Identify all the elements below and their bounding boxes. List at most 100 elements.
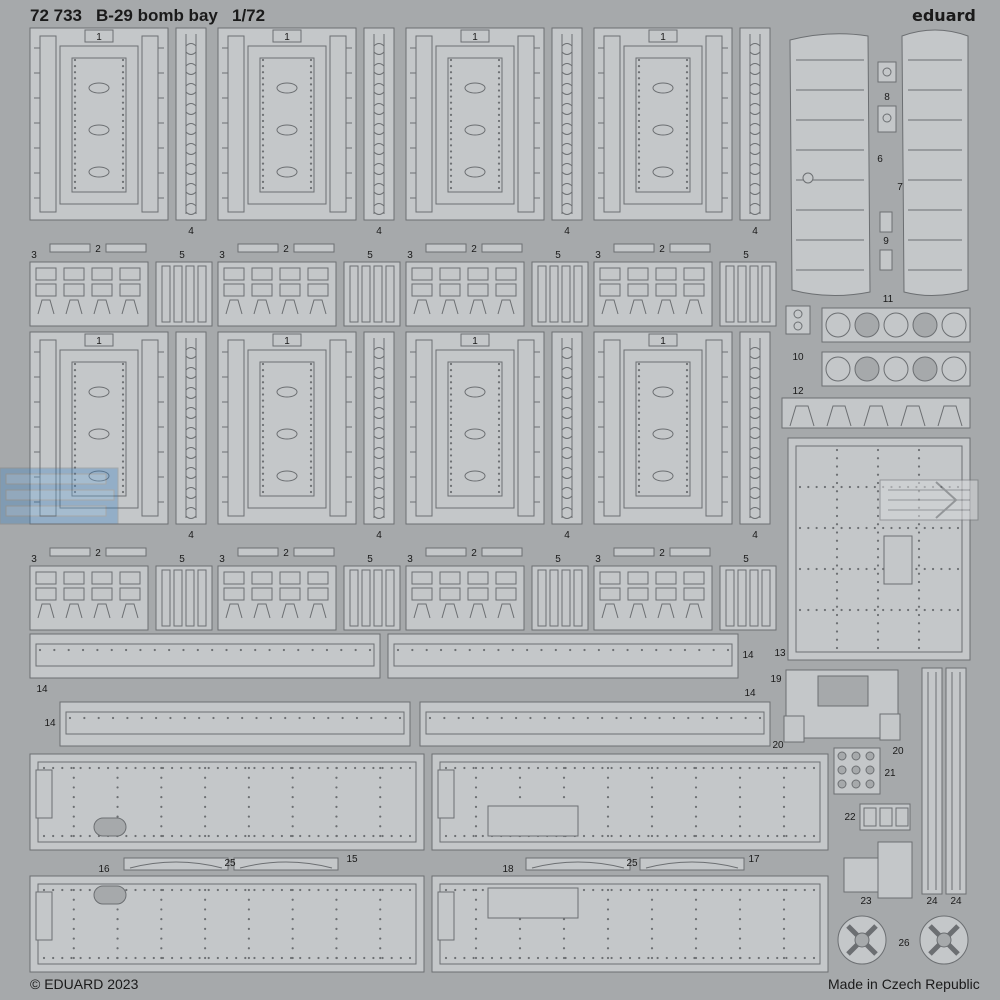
rivet bbox=[637, 107, 641, 110]
small-part-8-hole bbox=[882, 67, 892, 77]
hook bbox=[373, 407, 385, 411]
part-number-2: 2 bbox=[95, 244, 101, 255]
rivet bbox=[684, 834, 687, 838]
hook bbox=[373, 507, 385, 511]
rivet bbox=[449, 466, 453, 469]
hook bbox=[561, 123, 573, 127]
rivet bbox=[454, 648, 457, 652]
rivet bbox=[261, 89, 265, 92]
tall-rail-part-24 bbox=[921, 667, 943, 895]
part-number-4: 4 bbox=[752, 226, 758, 237]
rivet bbox=[73, 490, 77, 494]
hook bbox=[373, 435, 385, 439]
rivet bbox=[121, 156, 125, 159]
rivet bbox=[73, 132, 77, 135]
sheet-scale: 1/72 bbox=[232, 6, 266, 25]
grid-hole bbox=[851, 779, 861, 789]
rivet bbox=[650, 937, 654, 940]
rivet bbox=[876, 498, 880, 501]
bracket-bar bbox=[361, 569, 371, 627]
rivet bbox=[126, 716, 129, 720]
rivet bbox=[514, 716, 518, 720]
rivet bbox=[835, 556, 839, 559]
hook bbox=[561, 51, 573, 55]
rivet bbox=[235, 888, 238, 892]
rivet bbox=[518, 918, 522, 921]
rivet bbox=[73, 77, 77, 80]
rack-frame-tab bbox=[272, 29, 302, 43]
rivet bbox=[606, 786, 610, 789]
logo-lettering-bar bbox=[5, 505, 107, 517]
rivet bbox=[326, 766, 329, 770]
hook bbox=[373, 387, 385, 391]
rivet bbox=[326, 888, 329, 892]
rivet bbox=[449, 83, 453, 86]
rivet bbox=[832, 485, 835, 489]
part-number-3: 3 bbox=[219, 250, 225, 261]
lightening-hole bbox=[652, 386, 674, 398]
rivet bbox=[940, 567, 943, 571]
rivet bbox=[449, 125, 453, 129]
rivet bbox=[606, 805, 610, 808]
hook bbox=[373, 467, 385, 471]
beam-web bbox=[393, 643, 733, 667]
rivet bbox=[873, 485, 876, 489]
rack-frame-tab bbox=[648, 333, 678, 347]
shackle-hook bbox=[309, 299, 327, 315]
part-number-12: 12 bbox=[792, 386, 804, 397]
rivet bbox=[474, 947, 478, 950]
rivet bbox=[121, 138, 125, 141]
rivet bbox=[291, 776, 294, 779]
rivet bbox=[956, 567, 960, 571]
rivet bbox=[121, 95, 125, 98]
rivet bbox=[309, 436, 313, 439]
rivet bbox=[255, 716, 258, 720]
part-number-14: 14 bbox=[744, 688, 756, 699]
shackle-hook bbox=[629, 603, 647, 619]
rivet bbox=[606, 796, 610, 799]
rivet bbox=[73, 162, 77, 165]
panel-slot bbox=[35, 769, 53, 819]
rivet bbox=[527, 956, 530, 960]
rivet bbox=[835, 547, 839, 551]
rack-frame-part-1 bbox=[29, 27, 169, 221]
rivet bbox=[923, 608, 926, 612]
rivet bbox=[931, 608, 935, 612]
rivet bbox=[198, 888, 201, 892]
rivet bbox=[160, 786, 163, 789]
rivet bbox=[497, 119, 501, 123]
hook bbox=[749, 435, 761, 439]
rivet bbox=[308, 766, 311, 770]
part-20-right bbox=[879, 713, 901, 741]
rivet bbox=[73, 478, 77, 481]
strip-piece bbox=[613, 547, 655, 557]
strip-piece bbox=[669, 243, 711, 253]
rivet bbox=[154, 716, 158, 720]
rivet bbox=[161, 956, 165, 960]
rivet bbox=[116, 766, 119, 770]
rivet bbox=[153, 648, 156, 652]
rivet bbox=[497, 393, 501, 396]
rivet bbox=[160, 908, 163, 911]
rivet bbox=[637, 423, 641, 427]
rivet bbox=[134, 766, 137, 770]
rivet bbox=[610, 956, 613, 960]
rivet bbox=[449, 429, 453, 433]
rivet bbox=[823, 608, 827, 612]
rivet bbox=[497, 125, 501, 129]
rack-frame-left-rail bbox=[39, 339, 57, 517]
rivet bbox=[449, 490, 453, 494]
hook bbox=[185, 507, 197, 511]
rivet bbox=[472, 956, 475, 960]
rivet bbox=[917, 580, 921, 584]
rivet bbox=[917, 589, 921, 592]
rivet bbox=[711, 766, 714, 770]
shackle-hook bbox=[65, 299, 83, 315]
rivet bbox=[207, 834, 210, 838]
rivet bbox=[497, 417, 501, 420]
rivet bbox=[536, 956, 540, 960]
clamp bbox=[937, 405, 963, 427]
hook bbox=[749, 375, 761, 379]
rivet bbox=[798, 608, 802, 612]
rivet bbox=[474, 927, 478, 930]
